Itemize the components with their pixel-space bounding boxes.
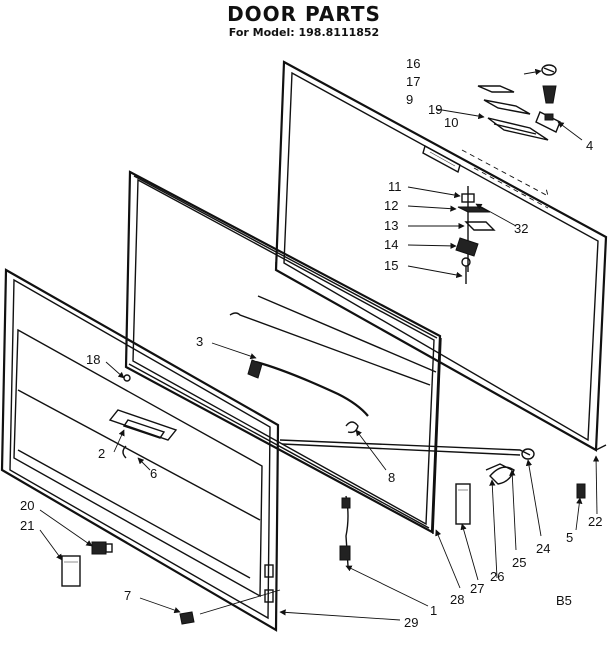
callout-17: 17: [406, 74, 420, 89]
callout-1: 1: [430, 603, 437, 618]
callout-29: 29: [404, 615, 418, 630]
callout-24: 24: [536, 541, 550, 556]
callout-6: 6: [150, 466, 157, 481]
middle-parts: [229, 295, 437, 567]
callout-27: 27: [470, 581, 484, 596]
callout-2: 2: [98, 446, 105, 461]
callout-26: 26: [490, 569, 504, 584]
callout-21: 20: [20, 498, 34, 513]
callout-20: 22: [588, 514, 602, 529]
callout-7: 7: [124, 588, 131, 603]
inner-door-liner: [0, 268, 280, 632]
callout-18: 18: [86, 352, 100, 367]
model-subtitle: For Model: 198.8111852: [228, 26, 380, 39]
leader-lines: [39, 68, 600, 621]
outer-door-panel: [274, 60, 608, 452]
diagram-title: DOOR PARTS: [227, 2, 381, 26]
callout-28: 28: [450, 592, 464, 607]
callout-labels: 16 17 9 19 10 4 11 12 13 14 15 32 3 18 2…: [20, 56, 602, 630]
callout-25: 25: [512, 555, 526, 570]
latch-parts: [455, 64, 561, 284]
callout-14: 14: [384, 237, 398, 252]
callout-8: 8: [388, 470, 395, 485]
callout-15: 15: [384, 258, 398, 273]
hinge-parts: [455, 448, 586, 525]
callout-9: 9: [406, 92, 413, 107]
inner-panel-parts: [61, 374, 195, 625]
callout-5: 5: [566, 530, 573, 545]
callout-12: 12: [384, 198, 398, 213]
callout-3: 3: [196, 334, 203, 349]
callout-22: 21: [20, 518, 34, 533]
callout-19: 19: [428, 102, 442, 117]
callout-16: 16: [406, 56, 420, 71]
door-window-frame: [124, 170, 531, 535]
callout-11: 11: [388, 179, 402, 194]
callout-32: 32: [514, 221, 528, 236]
corner-code: B5: [556, 593, 572, 608]
callout-13: 13: [384, 218, 398, 233]
callout-10: 10: [444, 115, 458, 130]
callout-4: 4: [586, 138, 593, 153]
